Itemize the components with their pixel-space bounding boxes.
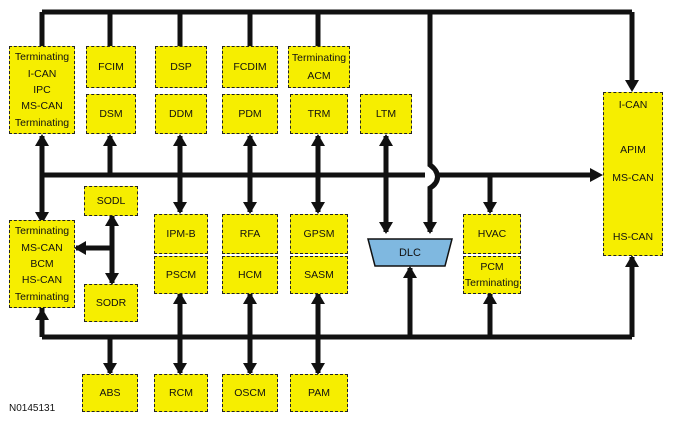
trm-module[interactable]: TRM bbox=[290, 94, 348, 134]
acm-line-2: ACM bbox=[307, 70, 331, 82]
rcm-module[interactable]: RCM bbox=[154, 374, 208, 412]
ipc-line-4: MS-CAN bbox=[21, 100, 63, 113]
arrow-hvac-down bbox=[483, 202, 497, 214]
arrow-trm-down bbox=[311, 202, 325, 214]
arrow-pdm-down bbox=[243, 202, 257, 214]
dsp-module[interactable]: DSP bbox=[155, 46, 207, 88]
apim-line-2: APIM bbox=[620, 143, 646, 156]
apim-module[interactable]: I-CAN APIM MS-CAN HS-CAN bbox=[603, 92, 663, 256]
arrow-rcm-up bbox=[173, 292, 187, 304]
bcm-line-4: HS-CAN bbox=[21, 274, 63, 287]
fcim-module[interactable]: FCIM bbox=[86, 46, 136, 88]
dsm-module[interactable]: DSM bbox=[86, 94, 136, 134]
hvac-module[interactable]: HVAC bbox=[463, 214, 521, 254]
fcdim-module[interactable]: FCDIM bbox=[222, 46, 278, 88]
arrow-ipc-up bbox=[35, 134, 49, 146]
arrow-pcm-up bbox=[483, 292, 497, 304]
pam-module[interactable]: PAM bbox=[290, 374, 348, 412]
apim-line-4: HS-CAN bbox=[612, 230, 654, 243]
ipc-line-5: Terminating bbox=[14, 116, 70, 129]
ipc-line-2: I-CAN bbox=[27, 67, 57, 80]
arrow-dlc-bottom bbox=[403, 266, 417, 278]
sodr-module[interactable]: SODR bbox=[84, 284, 138, 322]
pcm-module[interactable]: PCM Terminating bbox=[463, 256, 521, 294]
arrow-oscm-up bbox=[243, 292, 257, 304]
arrow-ltm-down bbox=[379, 222, 393, 234]
oscm-module[interactable]: OSCM bbox=[222, 374, 278, 412]
arrow-oscm-down bbox=[243, 363, 257, 375]
acm-line-1: Terminating bbox=[291, 52, 347, 64]
arrow-dlc-top bbox=[423, 222, 437, 234]
bcm-line-2: MS-CAN bbox=[21, 241, 63, 254]
arrow-rcm-down bbox=[173, 363, 187, 375]
apim-line-1: I-CAN bbox=[618, 99, 648, 111]
ipc-line-1: Terminating bbox=[14, 51, 70, 64]
arrow-pam-down bbox=[311, 363, 325, 375]
ltm-module[interactable]: LTM bbox=[360, 94, 412, 134]
sasm-module[interactable]: SASM bbox=[290, 256, 348, 294]
arrow-pam-up bbox=[311, 292, 325, 304]
bcm-module[interactable]: Terminating MS-CAN BCM HS-CAN Terminatin… bbox=[9, 220, 75, 308]
arrowheads bbox=[35, 80, 639, 375]
arrow-bcm-down bbox=[35, 212, 49, 224]
arrow-mid-to-apim bbox=[590, 168, 603, 182]
ipc-line-3: IPC bbox=[33, 83, 51, 96]
bcm-line-5: Terminating bbox=[14, 290, 70, 303]
pcm-line-2: Terminating bbox=[464, 277, 520, 289]
pscm-module[interactable]: PSCM bbox=[154, 256, 208, 294]
arrow-sodl-up bbox=[105, 214, 119, 226]
arrow-ddm-up bbox=[173, 134, 187, 146]
arrow-pdm-up bbox=[243, 134, 257, 146]
hcm-module[interactable]: HCM bbox=[222, 256, 278, 294]
arrow-to-bcm bbox=[74, 241, 86, 255]
sodl-module[interactable]: SODL bbox=[84, 186, 138, 216]
arrow-ltm-up bbox=[379, 134, 393, 146]
arrow-apim-top bbox=[625, 80, 639, 92]
gpsm-module[interactable]: GPSM bbox=[290, 214, 348, 254]
dlc-connector bbox=[367, 238, 453, 267]
apim-line-3: MS-CAN bbox=[612, 172, 654, 185]
rfa-module[interactable]: RFA bbox=[222, 214, 278, 254]
arrow-ddm-down bbox=[173, 202, 187, 214]
ipc-module[interactable]: Terminating I-CAN IPC MS-CAN Terminating bbox=[9, 46, 75, 134]
bcm-line-1: Terminating bbox=[14, 225, 70, 238]
pdm-module[interactable]: PDM bbox=[222, 94, 278, 134]
acm-module[interactable]: Terminating ACM bbox=[288, 46, 350, 88]
arrow-abs-down bbox=[103, 363, 117, 375]
arrow-sodr-down bbox=[105, 273, 119, 285]
arrow-apim-up bbox=[625, 255, 639, 267]
arrow-trm-up bbox=[311, 134, 325, 146]
arrow-dsm-up bbox=[103, 134, 117, 146]
pcm-line-1: PCM bbox=[480, 261, 504, 273]
ipmb-module[interactable]: IPM-B bbox=[154, 214, 208, 254]
figure-id: N0145131 bbox=[9, 403, 56, 414]
ddm-module[interactable]: DDM bbox=[155, 94, 207, 134]
bcm-line-3: BCM bbox=[30, 257, 54, 270]
arrow-bcm-up bbox=[35, 308, 49, 320]
abs-module[interactable]: ABS bbox=[82, 374, 138, 412]
dlc-label[interactable]: DLC bbox=[398, 246, 421, 259]
